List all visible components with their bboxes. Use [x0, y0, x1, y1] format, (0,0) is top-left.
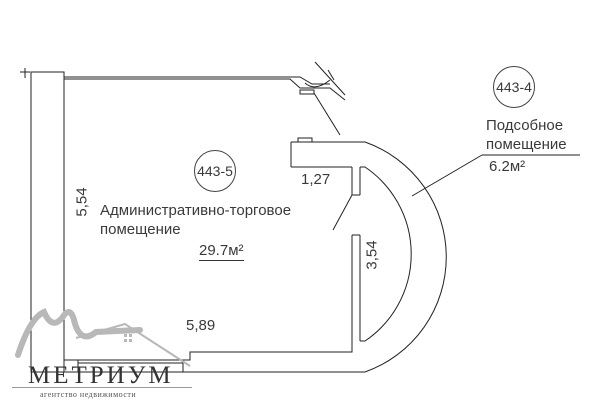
room-area: 6.2м² — [489, 158, 526, 175]
dimension-partition-top: 1,27 — [301, 171, 331, 188]
dimension-partition-vertical: 3,54 — [363, 240, 381, 270]
left-wall — [30, 71, 65, 373]
room-name-line1: Подсобное — [486, 117, 564, 134]
dimension-left-wall: 5,54 — [73, 187, 91, 217]
room-id: 443-5 — [197, 163, 233, 179]
dimension-bottom-wall: 5,89 — [186, 317, 216, 334]
logo-divider — [12, 387, 192, 388]
logo-tagline: агентство недвижимости — [40, 390, 137, 399]
room-name-line2: помещение — [100, 221, 181, 238]
room-tag-443-5: 443-5 — [194, 150, 236, 192]
room-id: 443-4 — [496, 79, 532, 95]
logo-brand: МЕТРИУМ — [28, 362, 174, 389]
room-name-line1: Административно-торговое — [100, 202, 292, 219]
logo-mark — [15, 308, 143, 358]
room-tag-443-4: 443-4 — [493, 66, 535, 108]
room-area: 29.7м² — [199, 242, 244, 261]
room-name-line2: помещение — [486, 136, 567, 153]
